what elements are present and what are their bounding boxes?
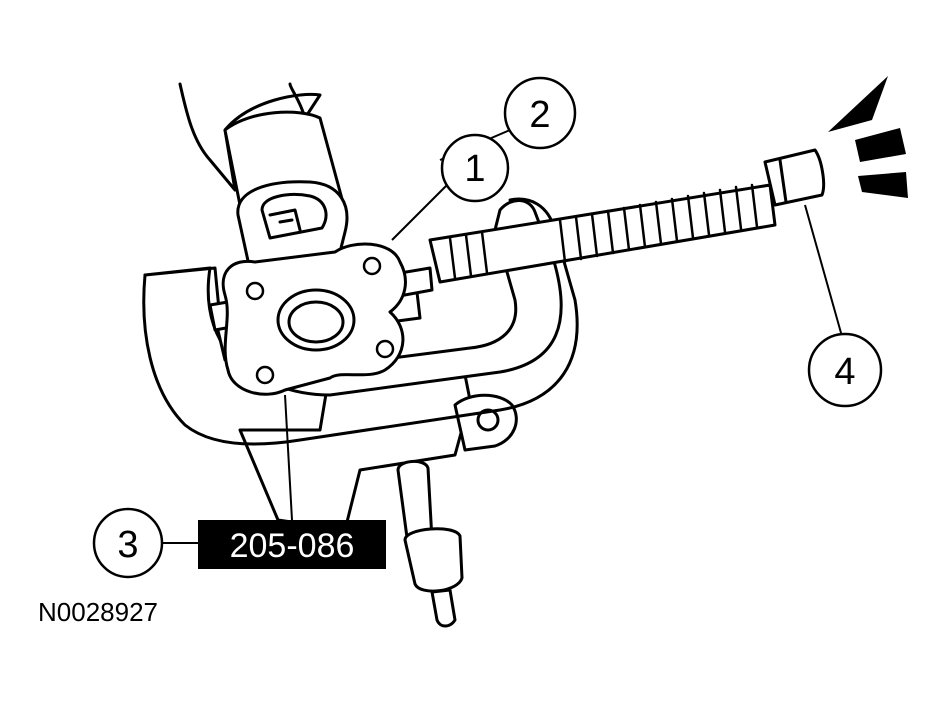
callout-2: 2: [503, 76, 577, 150]
figure-id: N0028927: [38, 597, 158, 627]
flange-bolt-holes: [245, 256, 395, 385]
screw-hex-head: [763, 148, 826, 207]
callout-3: 3: [92, 507, 164, 579]
leader-line-3b: [284, 394, 293, 521]
leader-line-4: [804, 204, 844, 341]
flange-center-bore-inner: [287, 300, 345, 344]
special-tool-label: 205-086: [198, 520, 386, 569]
callout-label: 3: [117, 524, 138, 566]
leader-line-1: [391, 184, 448, 241]
mounting-ear-hole: [476, 408, 500, 432]
callout-label: 4: [834, 351, 855, 393]
special-tool-number: 205-086: [230, 527, 355, 565]
callout-label: 1: [464, 148, 485, 190]
callout-label: 2: [529, 94, 550, 136]
gear-housing-recess: [260, 193, 328, 240]
callout-1: 1: [440, 133, 510, 203]
direction-arrow-icon: [828, 76, 908, 198]
screw-threads: [448, 183, 759, 280]
column-housing: [178, 82, 322, 192]
adapter-collar: [403, 527, 464, 593]
gear-bracket: [268, 208, 302, 232]
callout-4: 4: [807, 332, 883, 408]
adapter-tip: [430, 588, 457, 628]
screw-hex-face: [778, 158, 788, 204]
